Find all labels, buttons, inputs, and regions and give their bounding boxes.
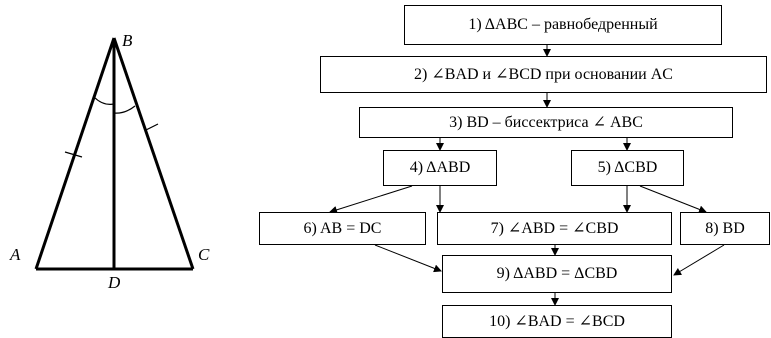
vertex-label-c: C xyxy=(198,245,210,264)
step-5-text: 5) ΔCBD xyxy=(597,159,658,176)
step-8-common-side: 8) BD xyxy=(680,212,770,245)
step-5-triangle-cbd: 5) ΔCBD xyxy=(571,150,684,186)
step-4-text: 4) ΔABD xyxy=(409,159,471,176)
tick-mark-bc xyxy=(145,123,159,131)
step-9-text: 9) ΔABD = ΔCBD xyxy=(496,265,618,282)
step-6-sides-equal: 6) AB = DC xyxy=(259,212,426,245)
arrow-6-9 xyxy=(374,244,442,273)
step-7-text: 7) ∠ABD = ∠CBD xyxy=(490,219,619,237)
step-8-text: 8) BD xyxy=(705,219,745,237)
step-3-text: 3) BD – биссектриса ∠ ABC xyxy=(449,113,643,131)
arrow-4-6 xyxy=(329,185,413,214)
arrow-5-8 xyxy=(639,185,707,214)
vertex-label-d: D xyxy=(108,273,121,292)
side-ab xyxy=(34,37,116,270)
flow-arrows xyxy=(329,45,725,306)
step-10-conclusion: 10) ∠BAD = ∠BCD xyxy=(442,305,672,338)
step-7-angles-equal: 7) ∠ABD = ∠CBD xyxy=(437,212,672,245)
step-10-text: 10) ∠BAD = ∠BCD xyxy=(489,312,625,330)
vertex-label-a: A xyxy=(10,245,21,264)
step-2-base-angles: 2) ∠BAD и ∠BCD при основании AC xyxy=(320,56,767,93)
step-9-triangles-congruent: 9) ΔABD = ΔCBD xyxy=(442,255,672,293)
step-6-text: 6) AB = DC xyxy=(303,219,382,237)
angle-arc-cbd xyxy=(113,105,136,114)
vertex-label-b: B xyxy=(122,31,133,50)
isosceles-triangle xyxy=(34,37,195,271)
side-bc xyxy=(112,37,195,270)
step-4-triangle-abd: 4) ΔABD xyxy=(383,150,497,186)
tick-mark-ab xyxy=(64,151,83,158)
step-2-text: 2) ∠BAD и ∠BCD при основании AC xyxy=(414,65,673,83)
angle-arc-abd xyxy=(93,96,115,105)
step-3-bisector: 3) BD – биссектриса ∠ ABC xyxy=(359,107,733,138)
step-1-isosceles: 1) ΔABC – равнобедренный xyxy=(404,5,722,45)
step-1-text: 1) ΔABC – равнобедренный xyxy=(468,16,658,33)
arrow-8-9 xyxy=(673,244,725,276)
